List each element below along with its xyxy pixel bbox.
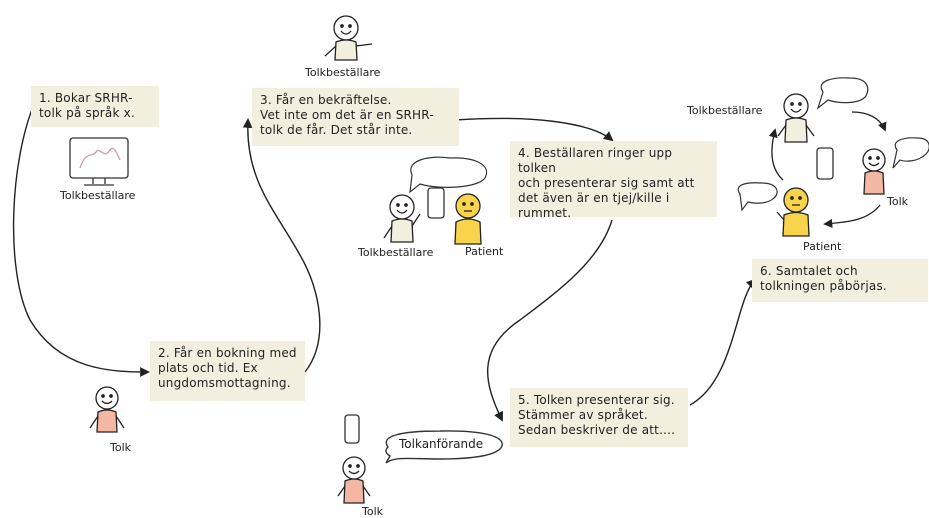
- connector-3-4: [454, 117, 614, 142]
- step-3-note: 3. Får en bekräftelse. Vet inte om det ä…: [252, 88, 459, 146]
- stick-figure-icon: [777, 93, 815, 143]
- label-tolk: Tolk: [362, 505, 384, 518]
- label-patient: Patient: [803, 240, 842, 253]
- connector-4-5: [487, 219, 613, 422]
- speech-bubble-icon: [816, 77, 869, 110]
- stick-figure-icon: [337, 456, 371, 504]
- connector-2-3: [242, 118, 321, 373]
- speech-bubble-icon: [737, 182, 778, 212]
- label-tolk: Tolk: [110, 441, 132, 454]
- step-6-note: 6. Samtalet och tolkningen påbörjas.: [752, 259, 928, 302]
- label-tolkbestallare: Tolkbeställare: [687, 104, 763, 117]
- speech-bubble-icon: [892, 137, 929, 169]
- phone-icon: [427, 187, 445, 219]
- cycle-arrow-1: [851, 111, 887, 132]
- stick-figure-icon: [89, 386, 125, 433]
- label-patient: Patient: [465, 245, 504, 258]
- speech-bubble-icon: [409, 156, 488, 194]
- speech-bubble-icon: [385, 430, 503, 464]
- stick-figure-icon: [324, 15, 373, 61]
- stick-figure-icon: [862, 148, 886, 195]
- step-5-note: 5. Tolken presenterar sig. Stämmer av sp…: [510, 388, 688, 447]
- stick-figure-icon: [383, 194, 421, 243]
- connector-5-6: [689, 278, 757, 406]
- step-1-note: 1. Bokar SRHR- tolk på språk x.: [31, 86, 159, 127]
- monitor-icon: [69, 137, 129, 186]
- cycle-arrow-3: [768, 128, 784, 181]
- label-tolkbestallare: Tolkbeställare: [358, 246, 434, 259]
- label-tolkbestallare: Tolkbeställare: [305, 66, 381, 79]
- label-tolk: Tolk: [887, 195, 909, 208]
- stick-figure-icon: [454, 193, 482, 245]
- phone-icon: [816, 147, 834, 180]
- step-4-note: 4. Beställaren ringer upp tolken och pre…: [510, 141, 717, 220]
- connector-1-2: [12, 101, 150, 377]
- step-2-note: 2. Får en bokning med plats och tid. Ex …: [150, 341, 305, 401]
- label-tolkanforande: Tolkanförande: [399, 437, 484, 451]
- cycle-arrow-2: [823, 204, 881, 228]
- label-tolkbestallare: Tolkbeställare: [60, 189, 136, 202]
- stick-figure-icon: [776, 187, 810, 237]
- phone-icon: [344, 414, 360, 444]
